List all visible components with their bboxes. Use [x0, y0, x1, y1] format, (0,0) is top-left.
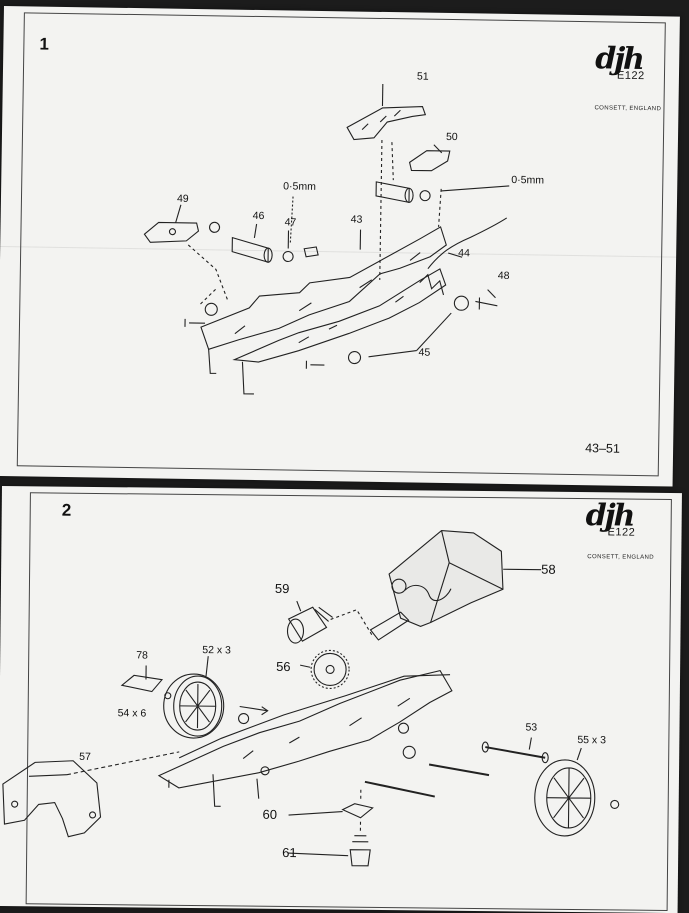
part-60-plate [343, 804, 373, 818]
leader-61 [288, 853, 348, 856]
part-51-plate [347, 105, 426, 140]
instruction-sheet-2: 2 djh E122 CONSETT, ENGLAND [0, 486, 682, 913]
part-44-pickup [428, 217, 507, 270]
callout-55x3: 55 x 3 [577, 734, 606, 746]
callout-60: 60 [262, 807, 277, 822]
callout-78: 78 [136, 649, 148, 661]
callout-58: 58 [541, 562, 556, 577]
callout-52x3: 52 x 3 [202, 644, 231, 656]
leader-48 [487, 290, 495, 298]
leader-52 [206, 656, 208, 676]
frame-leg-right [242, 362, 255, 394]
callout-45: 45 [419, 347, 431, 359]
leader-05mm-right [441, 185, 509, 192]
leader-56 [300, 665, 310, 667]
callout-61: 61 [282, 845, 297, 860]
callout-49: 49 [177, 193, 189, 205]
callout-44: 44 [458, 247, 470, 259]
part-spacer-right [376, 182, 409, 203]
leader-59 [297, 601, 301, 611]
part-50-plate [409, 150, 449, 171]
callout-57: 57 [79, 751, 91, 763]
part-78 [122, 675, 162, 691]
leader-46 [254, 224, 256, 238]
part-49-plate [144, 222, 198, 243]
part-46-spacer [232, 238, 268, 263]
callout-47: 47 [285, 216, 297, 228]
callout-51: 51 [417, 70, 429, 82]
parts-reference: 43–51 [585, 441, 620, 456]
part-57-keeper [2, 760, 101, 837]
instruction-sheet-1: 1 djh E122 CONSETT, ENGLAND [0, 6, 680, 487]
exploded-chassis-drawing-1 [0, 6, 680, 487]
callout-43: 43 [351, 213, 363, 225]
callout-46: 46 [253, 210, 265, 222]
callout-50: 50 [446, 131, 458, 143]
part-43-side-frame [201, 223, 447, 353]
arrow-to-frame [240, 707, 268, 711]
callout-05mm-left: 0·5mm [283, 180, 316, 193]
callout-59: 59 [275, 581, 290, 596]
part-43-inner-frame [234, 266, 445, 365]
frame-leg-left [208, 349, 216, 373]
callout-48: 48 [498, 270, 510, 282]
leader-50 [434, 145, 442, 153]
callout-05mm-right: 0·5mm [511, 174, 544, 187]
leader-45 [369, 350, 417, 358]
exploded-motor-drawing-2 [0, 486, 682, 913]
leader-53 [529, 738, 531, 750]
leader-60 [289, 811, 343, 816]
part-53-axle [485, 747, 545, 758]
leader-55 [577, 748, 581, 760]
part-56-gear [314, 653, 346, 685]
callout-54x6: 54 x 6 [118, 707, 147, 719]
leader-49 [176, 205, 181, 223]
part-59-worm [288, 607, 326, 641]
callout-56: 56 [276, 659, 291, 674]
part-58-motor [389, 530, 504, 627]
callout-53: 53 [525, 721, 537, 733]
part-61-screw [350, 850, 370, 866]
